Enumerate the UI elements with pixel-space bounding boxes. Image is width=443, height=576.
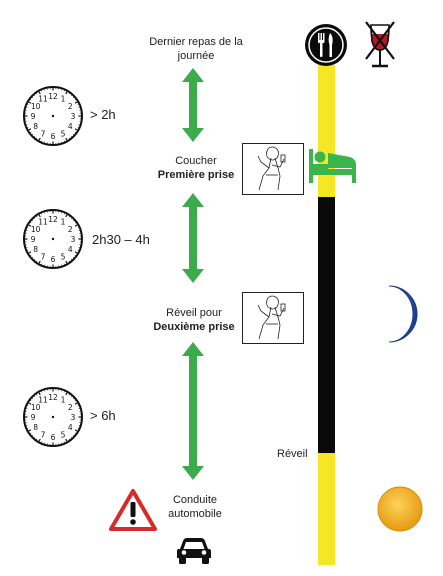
last-meal-line2: journée — [177, 50, 215, 62]
svg-text:5: 5 — [61, 430, 66, 439]
svg-text:5: 5 — [61, 252, 66, 261]
duration-bed-to-wake: 2h30 – 4h — [92, 232, 150, 247]
bedtime-label: Coucher Première prise — [136, 154, 256, 182]
svg-text:11: 11 — [38, 218, 48, 227]
svg-text:6: 6 — [51, 132, 56, 141]
svg-text:12: 12 — [48, 92, 58, 101]
svg-text:7: 7 — [41, 252, 46, 261]
svg-text:2: 2 — [68, 102, 73, 111]
fork-knife-icon — [305, 24, 347, 66]
svg-text:11: 11 — [38, 95, 48, 104]
wake-line1: Réveil pour — [166, 307, 222, 319]
svg-text:10: 10 — [31, 403, 41, 412]
svg-text:10: 10 — [31, 102, 41, 111]
svg-text:5: 5 — [61, 129, 66, 138]
svg-text:2: 2 — [68, 225, 73, 234]
svg-text:1: 1 — [61, 396, 66, 405]
svg-text:12: 12 — [48, 393, 58, 402]
svg-text:11: 11 — [38, 396, 48, 405]
taking-medication-sketch — [242, 292, 304, 344]
no-wine-icon — [365, 21, 395, 68]
duration-wake-to-drive: > 6h — [90, 408, 116, 423]
bed-icon — [309, 149, 356, 183]
bedtime-line2: Première prise — [157, 169, 235, 181]
svg-text:8: 8 — [33, 423, 38, 432]
driving-line1: Conduite — [172, 494, 218, 506]
svg-text:8: 8 — [33, 245, 38, 254]
svg-text:12: 12 — [48, 215, 58, 224]
svg-text:1: 1 — [61, 95, 66, 104]
svg-text:9: 9 — [31, 112, 36, 121]
svg-text:10: 10 — [31, 225, 41, 234]
warning-icon — [109, 489, 157, 531]
svg-text:7: 7 — [41, 430, 46, 439]
car-icon — [177, 538, 211, 564]
wake-label: Réveil pour Deuxième prise — [134, 306, 254, 334]
svg-text:8: 8 — [33, 122, 38, 131]
timeline-wake-label: Réveil — [277, 448, 308, 460]
svg-text:6: 6 — [51, 255, 56, 264]
svg-text:1: 1 — [61, 218, 66, 227]
svg-text:2: 2 — [68, 403, 73, 412]
driving-line2: automobile — [168, 508, 222, 520]
timeline-day-bottom — [318, 453, 335, 565]
moon-icon — [388, 285, 418, 343]
sun-icon — [377, 486, 423, 532]
wake-line2: Deuxième prise — [153, 321, 235, 333]
svg-text:3: 3 — [71, 112, 76, 121]
timeline-night — [318, 197, 335, 453]
svg-text:3: 3 — [71, 413, 76, 422]
svg-text:3: 3 — [71, 235, 76, 244]
arrow-wake-to-drive — [182, 342, 204, 480]
arrow-meal-to-bed — [182, 68, 204, 142]
taking-medication-sketch — [242, 143, 304, 195]
bedtime-line1: Coucher — [175, 155, 217, 167]
svg-text:9: 9 — [31, 235, 36, 244]
svg-text:4: 4 — [68, 423, 73, 432]
last-meal-line1: Dernier repas de la — [149, 36, 243, 48]
svg-text:9: 9 — [31, 413, 36, 422]
svg-text:4: 4 — [68, 122, 73, 131]
last-meal-label: Dernier repas de la journée — [126, 35, 266, 63]
arrow-bed-to-wake — [182, 193, 204, 283]
duration-meal-to-bed: > 2h — [90, 107, 116, 122]
svg-text:6: 6 — [51, 433, 56, 442]
driving-label: Conduite automobile — [150, 493, 240, 521]
svg-text:4: 4 — [68, 245, 73, 254]
svg-text:7: 7 — [41, 129, 46, 138]
